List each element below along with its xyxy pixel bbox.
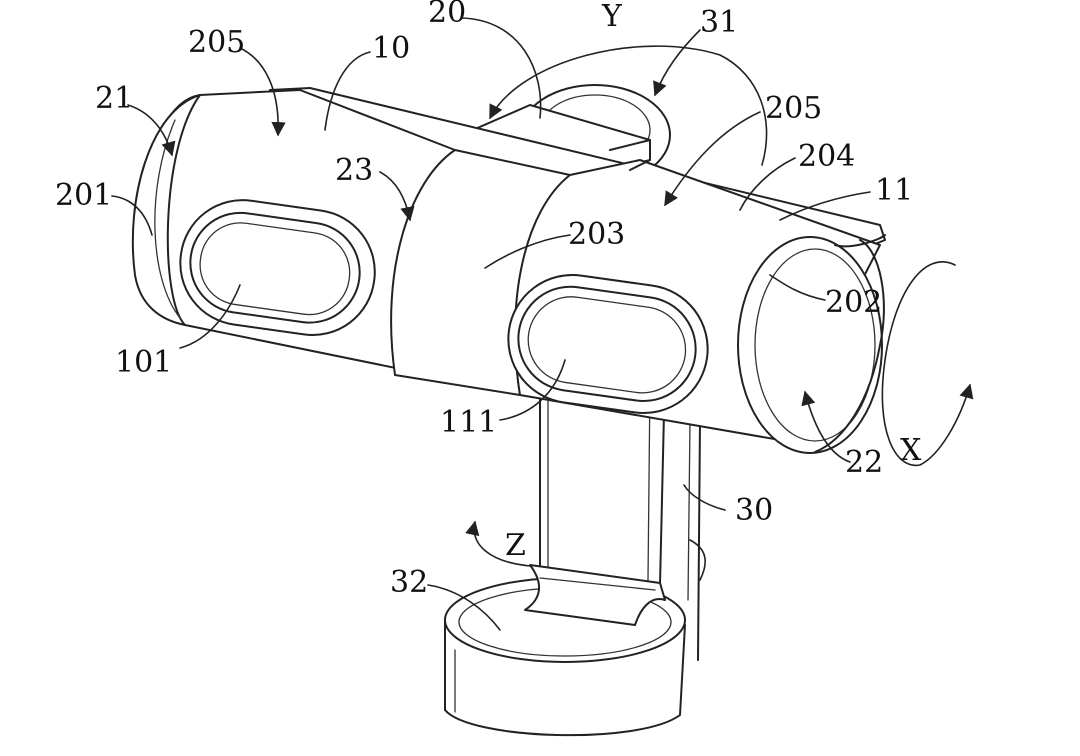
label-23: 23 (335, 153, 373, 188)
label-201: 201 (55, 178, 112, 213)
label-10: 10 (372, 31, 410, 66)
label-X: X (900, 433, 922, 468)
label-203: 203 (568, 217, 625, 252)
label-Z: Z (505, 528, 526, 563)
rotation-arrow-x (881, 261, 974, 467)
label-32: 32 (390, 565, 428, 600)
label-205-left: 205 (188, 25, 245, 60)
leader-lines (111, 17, 871, 631)
rotation-arrow-y (489, 45, 768, 166)
rotation-arrow-z (474, 522, 706, 581)
label-111: 111 (440, 405, 497, 440)
label-Y: Y (601, 0, 623, 34)
label-11: 11 (875, 173, 913, 208)
label-204: 204 (798, 139, 855, 174)
window-101 (179, 199, 376, 337)
label-205-right: 205 (765, 91, 822, 126)
label-31: 31 (700, 5, 738, 40)
label-101: 101 (115, 345, 172, 380)
label-30: 30 (735, 493, 773, 528)
base-32 (444, 564, 686, 737)
labels: 205 10 20 Y 31 21 205 204 23 11 201 203 … (55, 0, 922, 600)
label-21: 21 (95, 81, 133, 116)
label-202: 202 (825, 285, 882, 320)
label-22: 22 (845, 445, 883, 480)
label-20: 20 (428, 0, 466, 30)
